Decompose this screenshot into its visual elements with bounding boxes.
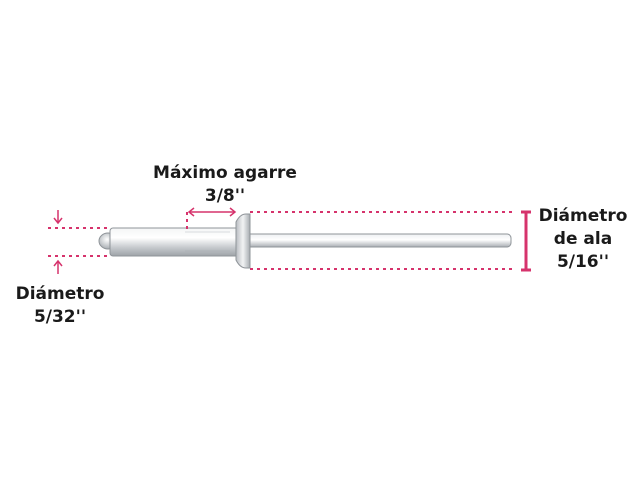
grip-title-label: Máximo agarre [153,163,297,183]
flange-diameter-dimension [250,210,531,272]
flange-title-label: Diámetro [538,206,628,226]
body-diameter-dimension [48,210,110,274]
flange-value-label: 5/16'' [556,252,610,272]
rivet [98,213,512,269]
arrow-left-icon [187,207,195,217]
arrow-right-icon [229,207,237,217]
grip-value-label: 3/8'' [204,186,246,206]
arrow-up-icon [53,259,63,267]
mandrel [242,233,512,248]
rivet-flange [235,213,251,269]
body-diameter-value-label: 5/32'' [33,307,87,327]
body-diameter-title-label: Diámetro [15,284,105,304]
flange-subtitle-label: de ala [553,229,613,249]
grip-dimension [186,207,237,232]
arrow-down-icon [53,217,63,225]
